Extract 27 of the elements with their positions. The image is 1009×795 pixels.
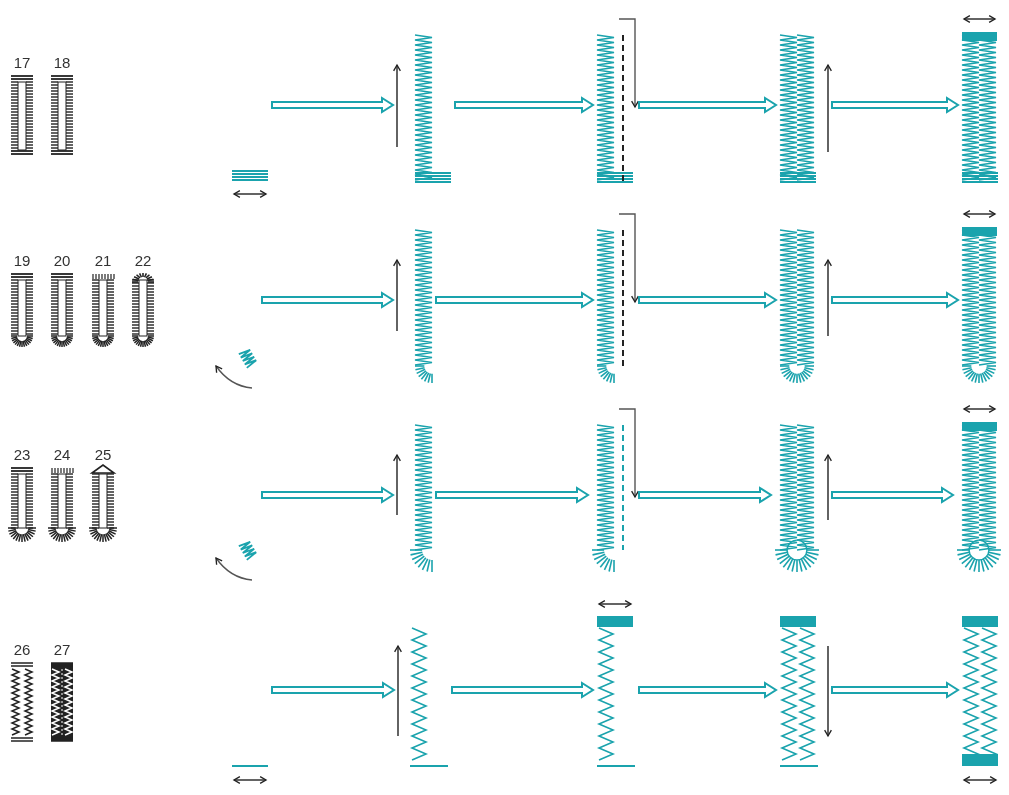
block-arrow (435, 486, 590, 504)
block-arrow (271, 681, 396, 699)
block-arrow (454, 96, 595, 114)
pattern-number: 25 (94, 447, 112, 463)
block-arrow (831, 291, 960, 309)
pattern-number: 17 (13, 55, 31, 71)
block-arrow (831, 96, 960, 114)
pattern-number: 21 (94, 253, 112, 269)
block-arrow (831, 486, 955, 504)
block-arrow (638, 486, 773, 504)
pattern-number: 20 (53, 253, 71, 269)
pattern-number: 27 (53, 642, 71, 658)
block-arrow (831, 681, 960, 699)
block-arrow (451, 681, 595, 699)
pattern-number: 18 (53, 55, 71, 71)
pattern-number: 26 (13, 642, 31, 658)
block-arrow (261, 291, 395, 309)
block-arrow (638, 96, 778, 114)
block-arrow (638, 681, 778, 699)
block-arrow (271, 96, 395, 114)
pattern-number: 24 (53, 447, 71, 463)
pattern-number: 22 (134, 253, 152, 269)
pattern-number: 23 (13, 447, 31, 463)
block-arrow (261, 486, 395, 504)
pattern-number: 19 (13, 253, 31, 269)
block-arrow (638, 291, 778, 309)
block-arrow (435, 291, 595, 309)
